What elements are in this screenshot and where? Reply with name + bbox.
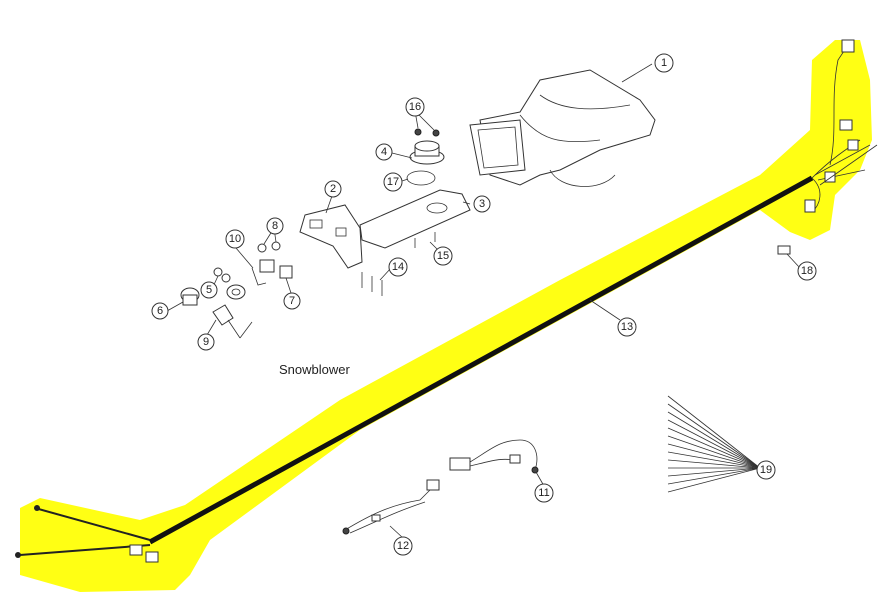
callout-19: 19 — [756, 460, 776, 480]
sub-harness-11 — [449, 439, 539, 474]
callout-17: 17 — [383, 172, 403, 192]
callout-8: 8 — [266, 217, 284, 235]
callout-6: 6 — [151, 302, 169, 320]
callout-12-label: 12 — [397, 540, 409, 552]
callout-2-label: 2 — [330, 183, 336, 195]
callout-1-label: 1 — [661, 57, 667, 69]
grommet-5b — [226, 284, 246, 300]
cable-ties-19 — [667, 395, 761, 493]
diagram-caption: Snowblower — [279, 362, 350, 377]
callout-9: 9 — [197, 333, 215, 351]
switch-lever-9 — [212, 304, 253, 339]
chute-housing-1 — [469, 69, 656, 187]
callout-5: 5 — [200, 281, 218, 299]
callout-11: 11 — [534, 483, 554, 503]
callout-8-label: 8 — [272, 220, 278, 232]
callout-14-label: 14 — [392, 261, 404, 273]
callout-16-label: 16 — [409, 101, 421, 113]
callout-3: 3 — [473, 195, 491, 213]
harness-highlight — [20, 40, 872, 592]
key-10 — [251, 267, 267, 286]
callout-13-label: 13 — [621, 321, 633, 333]
sub-harness-12 — [342, 479, 440, 535]
callout-19-label: 19 — [760, 464, 772, 476]
motor-4 — [409, 140, 445, 165]
callout-1: 1 — [654, 53, 674, 73]
callout-13: 13 — [617, 317, 637, 337]
callout-18: 18 — [797, 261, 817, 281]
mounting-plate-3 — [359, 189, 471, 249]
switch-6 — [180, 287, 200, 306]
clip-18 — [777, 245, 791, 255]
callout-2: 2 — [324, 180, 342, 198]
callout-12: 12 — [393, 536, 413, 556]
callout-4-label: 4 — [381, 146, 387, 158]
callout-14: 14 — [388, 257, 408, 277]
callout-11-label: 11 — [538, 487, 549, 499]
callout-10-label: 10 — [229, 233, 241, 245]
callout-7-label: 7 — [289, 295, 295, 307]
callout-16: 16 — [405, 97, 425, 117]
fasteners-16 — [414, 128, 440, 137]
switch-bodies-7 — [259, 259, 293, 279]
callout-5-label: 5 — [206, 284, 212, 296]
callout-10: 10 — [225, 229, 245, 249]
callout-4: 4 — [375, 143, 393, 161]
callout-6-label: 6 — [157, 305, 163, 317]
nuts-8 — [257, 241, 281, 253]
callout-9-label: 9 — [203, 336, 209, 348]
callout-17-label: 17 — [387, 176, 399, 188]
callout-3-label: 3 — [479, 198, 485, 210]
callout-18-label: 18 — [801, 265, 813, 277]
callout-15-label: 15 — [437, 250, 449, 262]
screws-15 — [414, 232, 436, 248]
bracket-2 — [299, 204, 363, 269]
callout-15: 15 — [433, 246, 453, 266]
ring-17 — [406, 170, 436, 186]
screws-14 — [361, 272, 383, 296]
harness-cable-13 — [15, 39, 878, 563]
knobs-5 — [213, 267, 231, 283]
callout-7: 7 — [283, 292, 301, 310]
